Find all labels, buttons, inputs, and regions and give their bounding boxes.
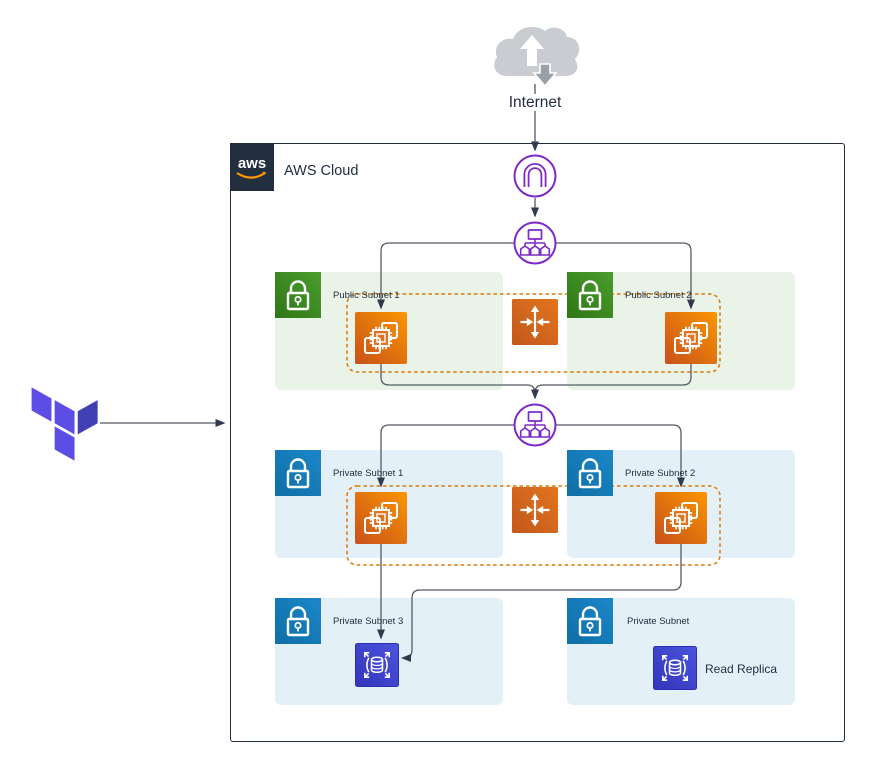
ec2-instances-icon-public1: [355, 312, 407, 364]
private-subnet-2-label: Private Subnet 2: [625, 468, 696, 479]
aws-logo-text: aws: [238, 155, 266, 172]
terraform-logo: [31, 387, 98, 461]
read-replica-label: Read Replica: [705, 662, 778, 676]
private-subnet-1-label: Private Subnet 1: [333, 468, 404, 479]
load-balancer-icon-middle: [513, 403, 557, 447]
private-subnet-3-label: Private Subnet 3: [333, 616, 404, 627]
private-subnet-2-lock-icon: [567, 450, 613, 496]
load-balancer-icon-top: [513, 221, 557, 265]
public-subnet-1-label: Public Subnet 1: [333, 290, 400, 301]
ec2-instances-icon-public2: [665, 312, 717, 364]
private-subnet-4-lock-icon: [567, 598, 613, 644]
private-subnet-3-lock-icon: [275, 598, 321, 644]
aws-logo: aws: [230, 143, 274, 191]
private-subnet-1-lock-icon: [275, 450, 321, 496]
internet-cloud-icon: [494, 26, 580, 88]
ec2-instances-icon-private1: [355, 492, 407, 544]
auto-scaling-icon-public: [512, 299, 558, 345]
auto-scaling-icon-private: [512, 487, 558, 533]
private-subnet-4-label: Private Subnet: [627, 616, 690, 627]
public-subnet-2-label: Public Subnet 2: [625, 290, 692, 301]
ec2-instances-icon-private2: [655, 492, 707, 544]
public-subnet-2-lock-icon: [567, 272, 613, 318]
aws-cloud-title: AWS Cloud: [284, 163, 359, 179]
internet-label: Internet: [506, 94, 564, 111]
rds-database-icon-replica: [653, 646, 697, 690]
internet-gateway-icon: [513, 154, 557, 198]
rds-database-icon-primary: [355, 643, 399, 687]
public-subnet-1-lock-icon: [275, 272, 321, 318]
